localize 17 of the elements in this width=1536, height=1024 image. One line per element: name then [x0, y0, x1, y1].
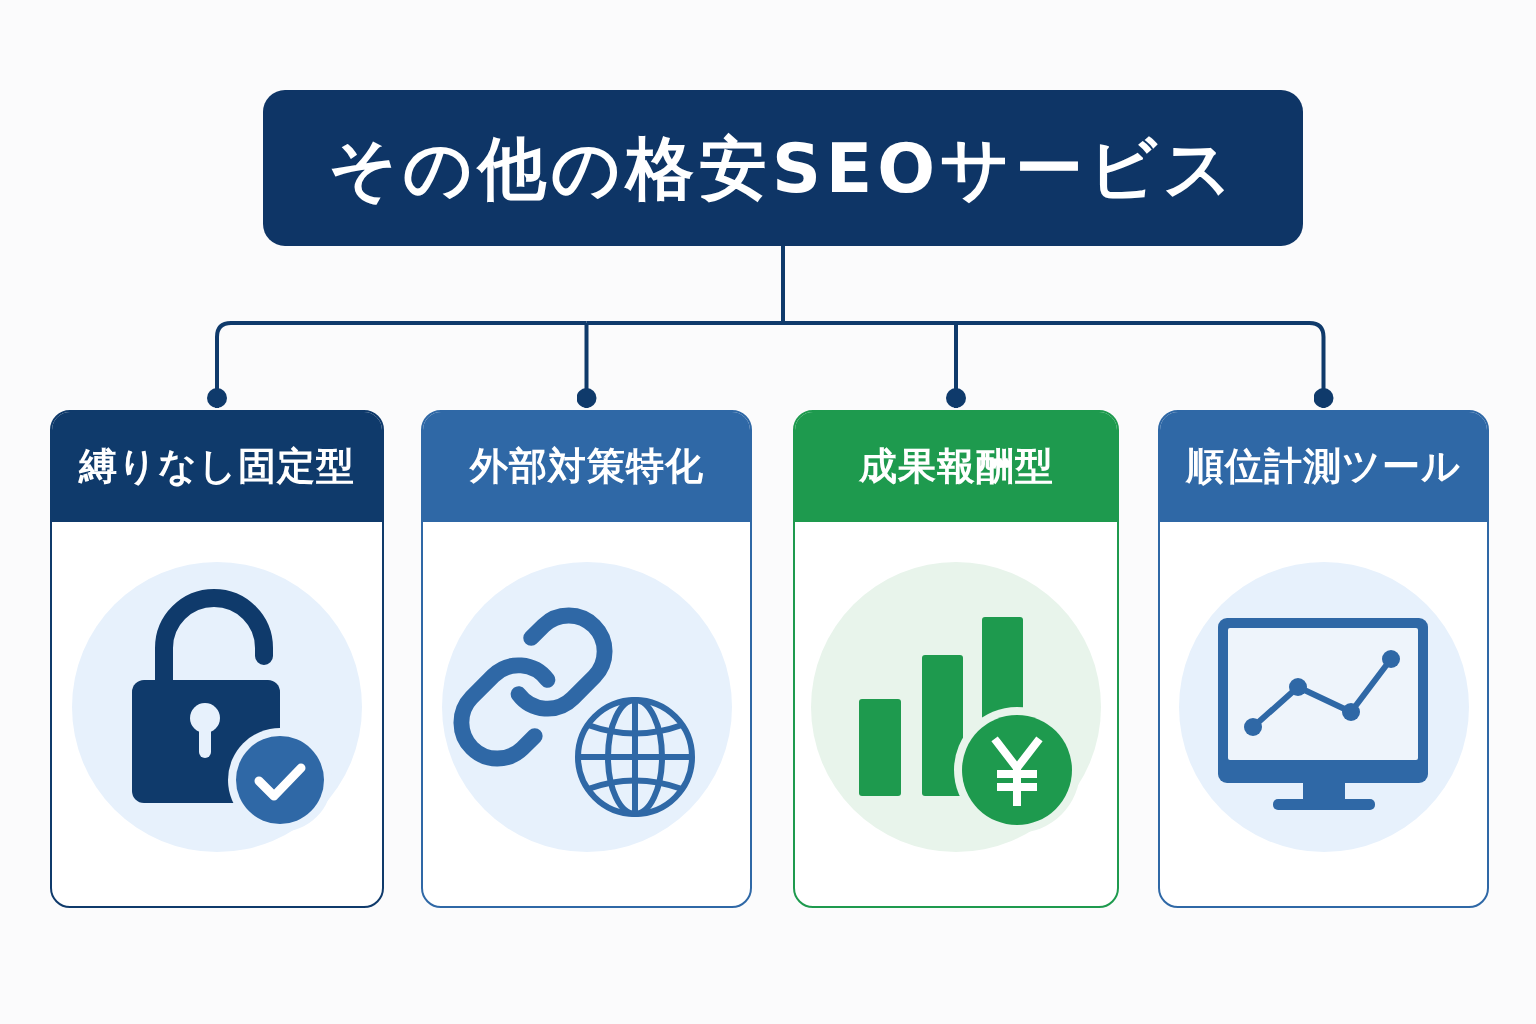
connector-line — [956, 321, 1334, 408]
connector-line — [783, 321, 956, 325]
title-text: その他の格安SEOサービス — [327, 127, 1239, 210]
connector-line — [946, 323, 966, 408]
category-card — [50, 410, 384, 908]
connector-line — [207, 321, 587, 408]
card-heading: 外部対策特化 — [423, 412, 750, 522]
connector-line — [576, 323, 597, 408]
category-card — [1158, 410, 1489, 908]
card-heading: 順位計測ツール — [1160, 412, 1487, 522]
card-heading: 成果報酬型 — [795, 412, 1117, 522]
card-heading: 縛りなし固定型 — [52, 412, 382, 522]
category-card — [421, 410, 752, 908]
category-card — [793, 410, 1119, 908]
connector-line — [586, 321, 783, 325]
title-banner — [263, 90, 1303, 246]
connector-line — [781, 246, 785, 323]
